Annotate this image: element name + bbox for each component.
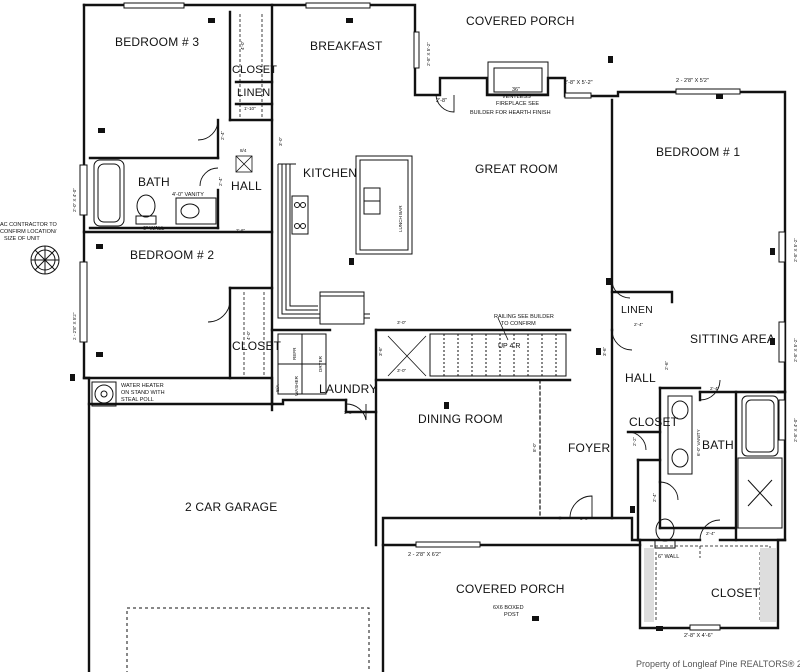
- closet-hatching: [644, 548, 776, 622]
- label-closet-bottom: CLOSET: [711, 586, 761, 600]
- dim-hall-84: 8/4: [240, 148, 247, 153]
- note-wall-right: 6" WALL: [658, 554, 679, 560]
- stairs: [387, 317, 567, 377]
- dim-foyer: 8'-0": [532, 442, 537, 452]
- label-closet-bed3: CLOSET: [232, 64, 277, 76]
- dim-window-right-1: 2'-8" X 5'-2": [793, 238, 798, 262]
- label-linen-right: LINEN: [621, 304, 653, 316]
- door-swings: [197, 94, 721, 541]
- dim-hall-bottom: 2'-6": [236, 228, 246, 233]
- label-bath-right: BATH: [702, 438, 734, 452]
- note-washer: WASHER: [294, 375, 299, 396]
- laundry-machines: [277, 333, 327, 395]
- note-lunch-bar: LUNCH BAR: [398, 205, 403, 232]
- note-fireplace-4: BUILDER FOR HEARTH FINISH: [470, 110, 551, 116]
- note-fireplace-1: 36": [512, 87, 520, 93]
- dim-window-breakfast: 2'-8" X 5'-2": [564, 80, 593, 86]
- dim-laundry-door: 3'-0": [344, 410, 354, 415]
- label-bedroom1: BEDROOM # 1: [656, 145, 740, 159]
- label-sitting-area: SITTING AREA: [690, 332, 775, 346]
- note-railing-2: TO CONFIRM: [501, 321, 536, 327]
- dim-stair-top: 3'-0": [397, 320, 407, 325]
- hvac-unit: [30, 245, 60, 275]
- note-fireplace-2: VENTLESS: [502, 94, 531, 100]
- label-breakfast: BREAKFAST: [310, 39, 383, 53]
- dim-closet-bottom-door: 2'-4": [706, 531, 716, 536]
- dim-hall-left: 3'-0": [278, 136, 283, 146]
- hall-attic-access: [235, 155, 253, 173]
- water-heater: [91, 381, 117, 407]
- dim-linen-right: 2'-4": [634, 322, 644, 327]
- note-water-heater-1: WATER HEATER: [121, 383, 164, 389]
- label-linen-left: LINEN: [237, 87, 270, 99]
- dim-window-left-bath: 2'-0" X 4'-0": [72, 188, 77, 212]
- label-foyer: FOYER: [568, 441, 610, 455]
- dim-hall-right: 3'-6": [602, 346, 607, 356]
- note-wall-left: 6" WALL: [143, 226, 164, 232]
- dim-window-left-bed2: 2 - 2'8" X 5'2": [72, 312, 77, 340]
- label-hall-left: HALL: [231, 179, 262, 193]
- windows: [79, 2, 786, 631]
- plan-notes: AC CONTRACTOR TO CONFIRM LOCATION/ SIZE …: [0, 87, 701, 618]
- dim-window-right-bath: 2'-8" X 4'-0": [793, 418, 798, 442]
- label-covered-porch-top: COVERED PORCH: [466, 14, 575, 28]
- dim-closet-bed3: 4'-0": [240, 40, 245, 50]
- label-closet-bed2: CLOSET: [232, 339, 282, 353]
- note-water-heater-2: ON STAND WITH: [121, 390, 165, 396]
- label-bedroom3: BEDROOM # 3: [115, 35, 199, 49]
- label-covered-porch-bottom: COVERED PORCH: [456, 582, 565, 596]
- note-stairs: UP 4 R: [498, 343, 520, 350]
- label-great-room: GREAT ROOM: [475, 162, 558, 176]
- dim-closet-right: 2'-2": [632, 436, 637, 446]
- note-hvac-1: AC CONTRACTOR TO: [0, 222, 58, 228]
- label-hall-right: HALL: [625, 371, 656, 385]
- dim-closet-bed2: 4'-0": [246, 330, 251, 340]
- note-fireplace-3: FIREPLACE SEE: [496, 101, 539, 107]
- kitchen-cabinets: [277, 155, 413, 325]
- note-hvac-2: CONFIRM LOCATION/: [0, 229, 57, 235]
- dim-breakfast-window: 2'-8" X 5'-2": [426, 42, 431, 66]
- dim-window-closet-bottom: 2'-8" X 4'-6": [684, 633, 713, 639]
- dim-bath-door: 2'-4": [218, 176, 223, 186]
- label-garage: 2 CAR GARAGE: [185, 500, 277, 514]
- right-bath-fixtures: [654, 395, 783, 549]
- note-boxed-post-2: POST: [504, 612, 520, 618]
- dimension-labels: 2 - 2'8" X 6'2" 2 - 2'8" X 5'2" 2'-8" X …: [72, 40, 798, 639]
- label-kitchen: KITCHEN: [303, 166, 357, 180]
- note-vanity-right: 6'-0" VANITY: [696, 429, 701, 456]
- label-bath-left: BATH: [138, 175, 170, 189]
- dim-window-porch-bottom: 2 - 2'8" X 6'2": [408, 552, 441, 558]
- dim-window-bed1-top: 2 - 2'8" X 5'2": [676, 78, 709, 84]
- note-stack: S/A: [275, 384, 280, 392]
- room-labels: BEDROOM # 3 BREAKFAST COVERED PORCH CLOS…: [115, 14, 775, 600]
- left-bath-fixtures: [93, 159, 217, 227]
- dim-front-door: 5'-0": [580, 516, 590, 521]
- note-refrigerator: REFR: [292, 347, 297, 360]
- walls: [82, 3, 787, 672]
- outlet-marks: [70, 18, 775, 631]
- note-vanity-left: 4'-0" VANITY: [172, 192, 204, 198]
- garage-door: [126, 607, 370, 672]
- note-dryer: DRYER: [318, 355, 323, 372]
- label-dining-room: DINING ROOM: [418, 412, 503, 426]
- watermark: Property of Longleaf Pine REALTORS® 2026: [636, 659, 800, 669]
- label-bedroom2: BEDROOM # 2: [130, 248, 214, 262]
- note-railing-1: RAILING SEE BUILDER: [494, 314, 554, 320]
- fireplace: [487, 61, 549, 95]
- note-boxed-post-1: 6X6 BOXED: [493, 605, 524, 611]
- dim-window-right-2: 2'-8" X 5'-2": [793, 338, 798, 362]
- dim-sitting-door: 2'-6": [664, 360, 669, 370]
- dim-stair-left: 3'-6": [378, 346, 383, 356]
- dim-bath-right-door: 2'-4": [710, 386, 720, 391]
- note-hvac-3: SIZE OF UNIT: [4, 236, 40, 242]
- label-closet-right: CLOSET: [629, 415, 679, 429]
- dim-porch-door: 2'-8": [436, 98, 447, 104]
- note-water-heater-3: STEAL POLL: [121, 397, 154, 403]
- dim-bed3-door: 2'-4": [220, 130, 225, 140]
- dim-wc-door: 2'-4": [652, 492, 657, 502]
- dim-stair-bottom: 3'-0": [397, 368, 407, 373]
- label-laundry: LAUNDRY: [319, 382, 378, 396]
- dim-linen-left: 1'-10": [244, 106, 256, 111]
